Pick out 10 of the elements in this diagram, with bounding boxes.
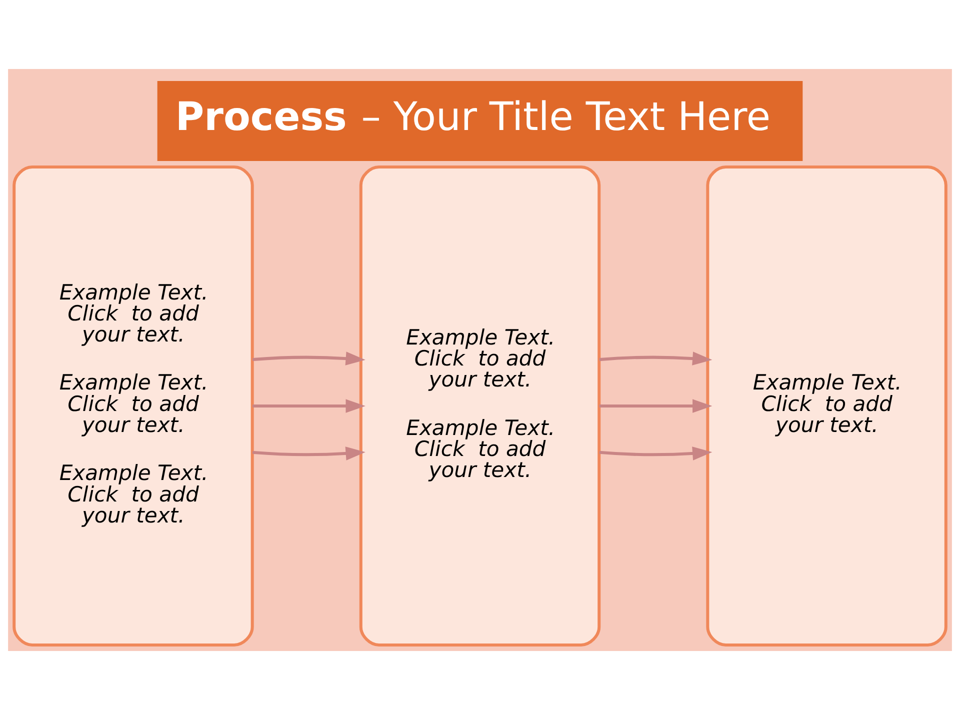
arrow xyxy=(252,399,366,413)
arrow xyxy=(599,399,712,413)
node-box: Example Text. Click to add your text. Example Text. Click to add your text. Example Text. Click to add your text. xyxy=(12,166,254,646)
arrow xyxy=(252,446,366,460)
node-box: Example Text. Click to add your text. Example Text. Click to add your text. xyxy=(359,166,601,646)
node-box: Example Text. Click to add your text. xyxy=(706,166,948,646)
diagram-title: Process – Your Title Text Here xyxy=(175,94,771,140)
arrow xyxy=(599,352,712,366)
arrow xyxy=(599,446,712,460)
arrow xyxy=(252,352,366,366)
